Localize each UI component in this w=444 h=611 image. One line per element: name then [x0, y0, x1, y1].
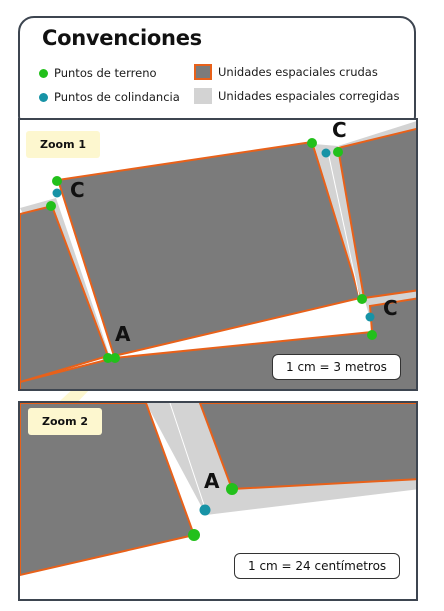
zoom2-tag: Zoom 2 — [28, 408, 103, 435]
boundary-point — [321, 148, 331, 158]
legend-card: Convenciones Puntos de terreno Puntos de… — [18, 16, 416, 132]
boundary-point — [52, 188, 62, 198]
zoom1-map — [20, 121, 416, 389]
legend-item-boundary-points: Puntos de colindancia — [39, 90, 180, 104]
terrain-point — [188, 529, 200, 541]
point-label-c-top: C — [332, 118, 347, 142]
raw-unit-center — [56, 140, 362, 358]
green-dot-icon — [39, 68, 48, 78]
terrain-point — [52, 176, 62, 186]
legend-item-terrain-points: Puntos de terreno — [39, 66, 157, 80]
boundary-point — [365, 312, 375, 322]
legend-label: Puntos de terreno — [54, 66, 157, 80]
boundary-point — [199, 504, 211, 516]
corrected-unit-swatch-icon — [194, 88, 212, 104]
zoom1-tag: Zoom 1 — [26, 131, 101, 158]
legend-label: Puntos de colindancia — [54, 90, 180, 104]
scale-badge: 1 cm = 3 metros — [272, 354, 401, 380]
terrain-point — [307, 138, 317, 148]
terrain-point — [46, 201, 56, 211]
terrain-point — [103, 353, 113, 363]
terrain-point — [226, 483, 238, 495]
point-label-c-right: C — [383, 296, 398, 320]
legend-label: Unidades espaciales crudas — [218, 65, 378, 79]
corrected-unit — [146, 403, 416, 515]
point-label-a: A — [204, 469, 220, 493]
raw-unit-right — [198, 403, 416, 491]
zoom1-panel: C C C A 1 cm = 3 metros — [18, 118, 418, 391]
raw-unit-right — [336, 127, 416, 300]
point-label-c-left: C — [70, 178, 85, 202]
raw-unit-swatch-icon — [194, 64, 212, 80]
legend-item-raw-units: Unidades espaciales crudas — [194, 64, 378, 80]
legend-label: Unidades espaciales corregidas — [218, 89, 400, 103]
point-label-a: A — [115, 322, 131, 346]
terrain-point — [110, 353, 120, 363]
zoom2-map — [20, 403, 416, 577]
legend-title: Convenciones — [42, 26, 202, 50]
terrain-point — [333, 147, 343, 157]
scale-badge: 1 cm = 24 centímetros — [234, 553, 401, 579]
terrain-point — [357, 294, 367, 304]
legend-item-corrected-units: Unidades espaciales corregidas — [194, 88, 399, 104]
terrain-point — [367, 330, 377, 340]
teal-dot-icon — [39, 92, 48, 102]
